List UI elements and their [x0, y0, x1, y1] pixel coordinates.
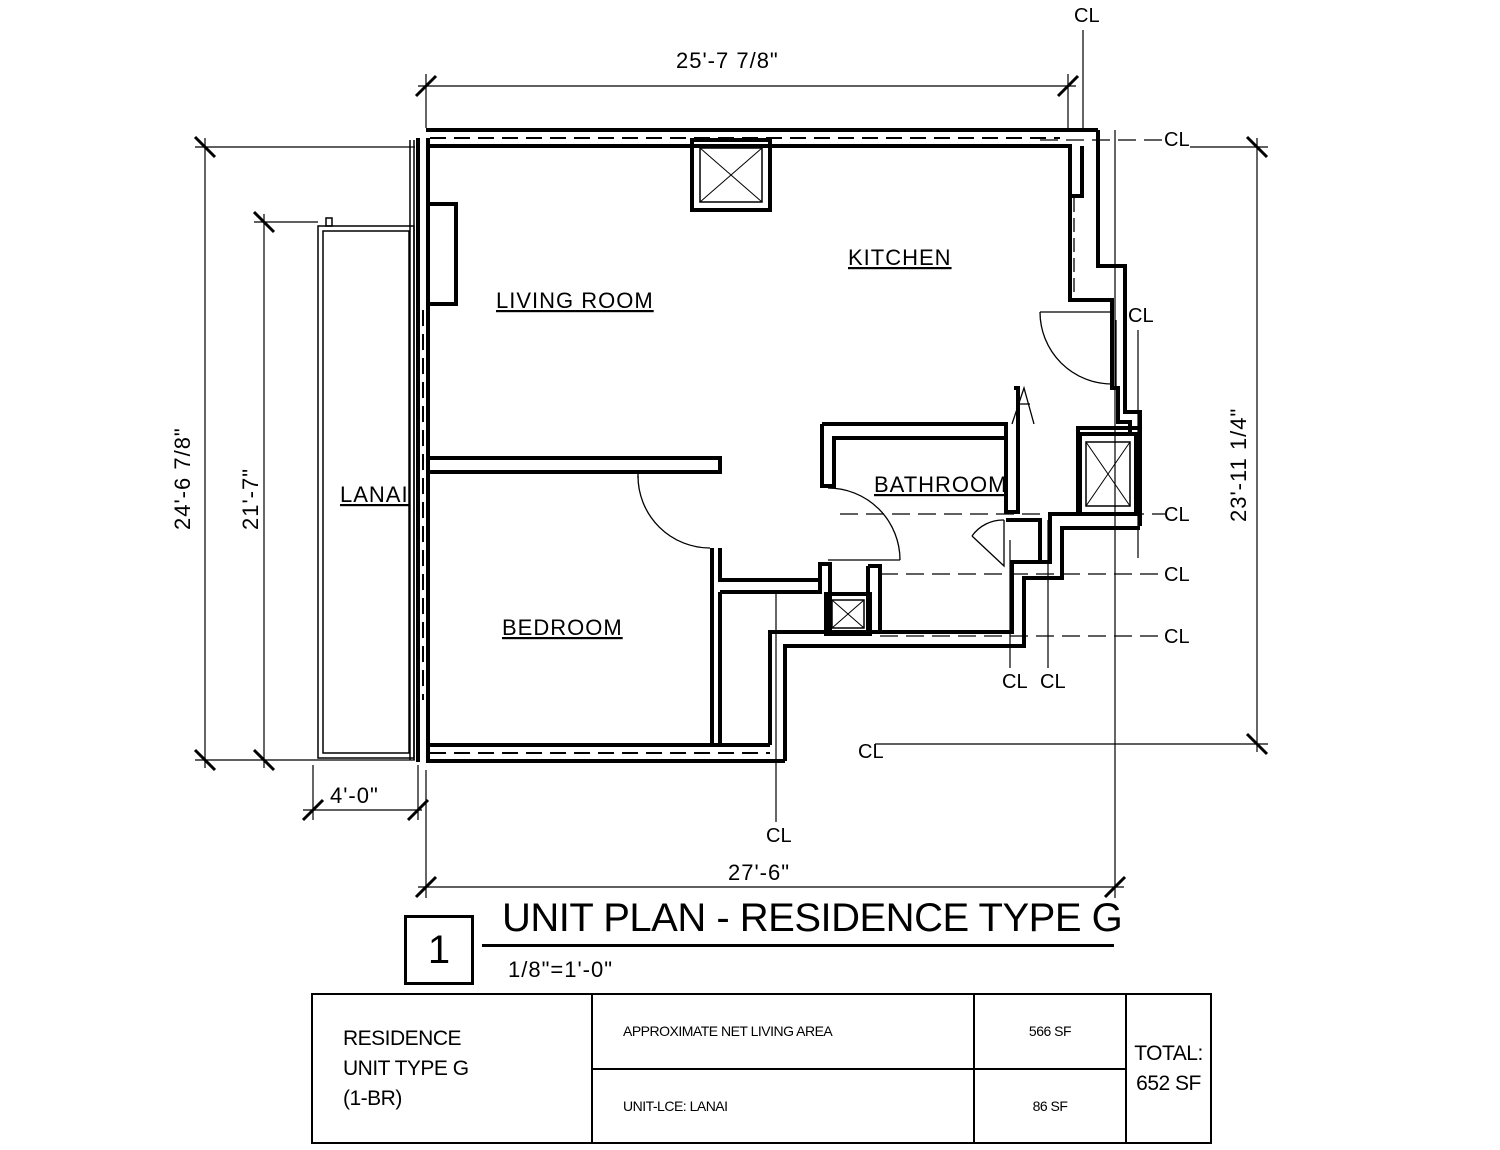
centerline-mark: CL [1040, 671, 1066, 693]
centerline-mark: CL [1164, 129, 1190, 151]
label-kitchen: KITCHEN [848, 245, 952, 270]
dim-right-height: 23'-11 1/4" [1226, 408, 1251, 522]
centerline-mark: CL [1164, 504, 1190, 526]
centerline-mark: CL [1074, 5, 1100, 27]
centerline-mark: CL [1128, 305, 1154, 327]
total-label: TOTAL: [1134, 1041, 1203, 1065]
mechanical-shafts [690, 138, 1138, 636]
walls [416, 128, 1142, 763]
net-living-area-label: APPROXIMATE NET LIVING AREA [591, 993, 975, 1070]
table-row: RESIDENCE UNIT TYPE G (1-BR) APPROXIMATE… [311, 993, 1212, 1144]
lanai-railing [317, 140, 415, 760]
dim-lanai-width: 4'-0" [330, 783, 379, 808]
residence-line: UNIT TYPE G [343, 1056, 469, 1080]
dimension-lines [193, 74, 1269, 899]
dim-left-height: 24'-6 7/8" [170, 427, 195, 530]
title-underline [482, 944, 1114, 947]
drawing-number: 1 [427, 927, 451, 972]
label-bedroom: BEDROOM [502, 615, 623, 640]
total-area-cell: TOTAL: 652 SF [1125, 993, 1212, 1144]
label-lanai: LANAI [340, 482, 409, 507]
centerline-mark: CL [1164, 564, 1190, 586]
net-living-area-value: 566 SF [973, 993, 1127, 1070]
drawing-scale: 1/8"=1'-0" [508, 957, 614, 982]
door-swings [637, 198, 1117, 568]
drawing-title: UNIT PLAN - RESIDENCE TYPE G [502, 896, 1123, 940]
centerline-mark: CL [766, 825, 792, 847]
area-table: RESIDENCE UNIT TYPE G (1-BR) APPROXIMATE… [311, 993, 1212, 1144]
residence-type-cell: RESIDENCE UNIT TYPE G (1-BR) [311, 993, 593, 1144]
table-row: UNIT-LCE: LANAI 86 SF [312, 1067, 1211, 1144]
centerline-mark: CL [858, 741, 884, 763]
window-lines [422, 137, 1060, 754]
residence-line: RESIDENCE [343, 1026, 462, 1050]
lanai-area-label: UNIT-LCE: LANAI [591, 1067, 975, 1144]
total-value: 652 SF [1136, 1071, 1201, 1095]
centerline-mark: CL [1002, 671, 1028, 693]
centerline-symbols: CL CL CL CL CL CL CL CL CL CL [766, 5, 1190, 847]
label-bathroom: BATHROOM [874, 472, 1007, 497]
lanai-area-value: 86 SF [973, 1067, 1127, 1144]
dim-lanai-height: 21'-7" [238, 468, 263, 530]
drawing-number-box: 1 [404, 915, 474, 985]
centerline-mark: CL [1164, 626, 1190, 648]
residence-line: (1-BR) [343, 1086, 402, 1110]
dim-top-width: 25'-7 7/8" [676, 48, 779, 73]
label-living-room: LIVING ROOM [496, 288, 654, 313]
dim-bottom-width: 27'-6" [728, 860, 790, 885]
